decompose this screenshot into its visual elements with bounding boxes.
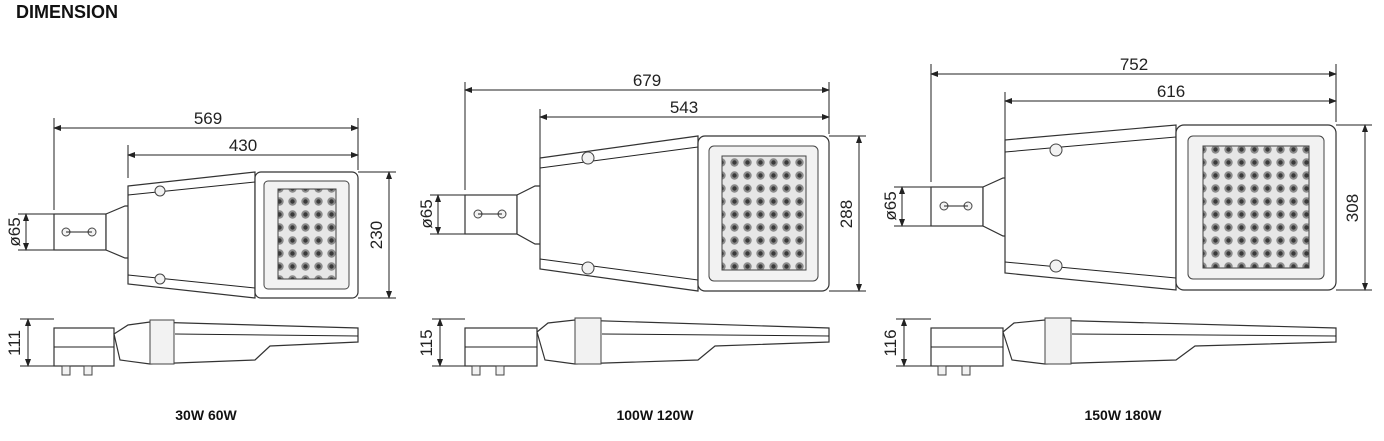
led-array (1202, 145, 1310, 269)
label-overall-length: 679 (633, 71, 661, 90)
label-overall-length: 752 (1120, 55, 1148, 74)
drawing-100w-120w: 679 543 288 ø65 115 (417, 71, 866, 376)
label-body-length: 430 (229, 136, 257, 155)
label-body-length: 616 (1157, 82, 1185, 101)
label-diameter: ø65 (417, 199, 436, 228)
side-housing (536, 319, 830, 365)
side-housing (1002, 319, 1337, 365)
caption-150w-180w: 150W 180W (1084, 407, 1162, 423)
label-overall-length: 569 (194, 109, 222, 128)
label-side-height: 115 (417, 329, 436, 356)
drawing-30w-60w: 569 430 230 ø65 111 (5, 109, 396, 376)
label-diameter: ø65 (5, 217, 24, 246)
label-side-height: 116 (881, 329, 900, 356)
label-body-length: 543 (670, 98, 698, 117)
led-array (721, 155, 807, 271)
label-diameter: ø65 (881, 191, 900, 220)
caption-30w-60w: 30W 60W (175, 407, 237, 423)
housing-body (1004, 124, 1177, 291)
side-housing (113, 321, 359, 365)
housing-body (127, 171, 256, 299)
led-array (277, 188, 337, 280)
section-heading: DIMENSION (16, 2, 119, 22)
label-side-height: 111 (5, 330, 24, 356)
label-height: 308 (1343, 194, 1362, 222)
label-height: 288 (837, 200, 856, 228)
housing-body (539, 135, 699, 292)
drawing-150w-180w: 752 616 308 ø65 116 (881, 55, 1372, 376)
label-height: 230 (367, 221, 386, 249)
caption-100w-120w: 100W 120W (616, 407, 694, 423)
